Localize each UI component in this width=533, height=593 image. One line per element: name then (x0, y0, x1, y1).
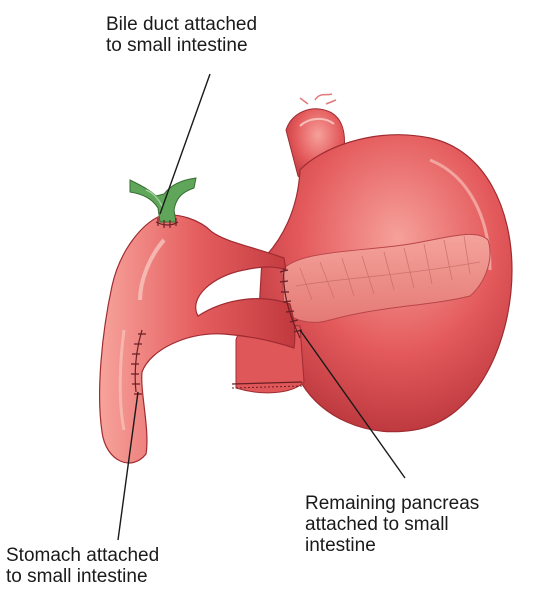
label-pancreas-line-2: attached to small (305, 514, 479, 535)
label-remaining-pancreas: Remaining pancreas attached to small int… (305, 493, 479, 556)
bile-duct (130, 178, 196, 222)
label-bile-duct-line-2: to small intestine (106, 35, 257, 56)
label-stomach: Stomach attached to small intestine (6, 545, 159, 587)
label-stomach-line-2: to small intestine (6, 566, 159, 587)
label-bile-duct: Bile duct attached to small intestine (106, 14, 257, 56)
small-intestine (100, 215, 295, 463)
label-pancreas-line-1: Remaining pancreas (305, 493, 479, 514)
leader-bile-duct (160, 74, 210, 214)
label-bile-duct-line-1: Bile duct attached (106, 14, 257, 35)
label-pancreas-line-3: intestine (305, 535, 479, 556)
label-stomach-line-1: Stomach attached (6, 545, 159, 566)
